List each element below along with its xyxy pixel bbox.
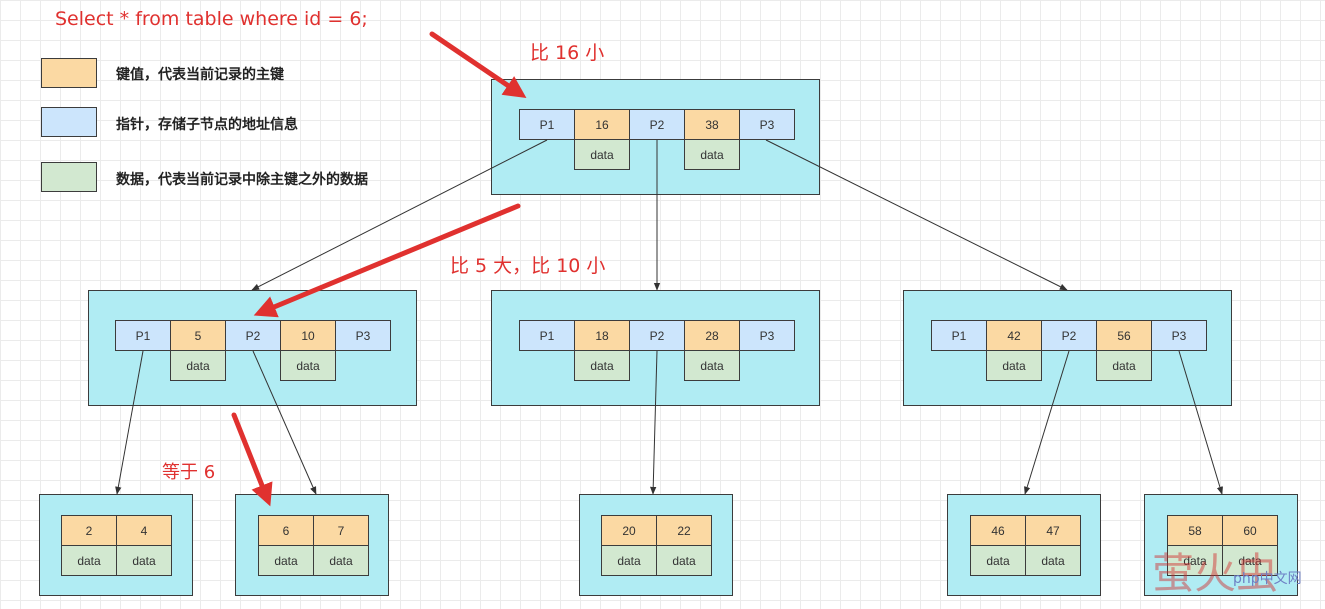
root-data-1: data [574,139,630,170]
root-data-2: data [684,139,740,170]
red-arrow-root [429,31,527,99]
mid-center-key-1: 18 [574,320,630,351]
mid-left-data-2: data [280,350,336,381]
annotation-level2: 比 5 大，比 10 小 [450,255,606,277]
root-pointer-1: P1 [519,109,575,140]
leaf-3-data-2: data [656,545,712,576]
leaf-5-key-1: 58 [1167,515,1223,546]
edge-midright-p3 [1178,350,1223,495]
red-arrow-level2 [253,203,521,318]
edge-root-p3 [765,139,1068,291]
annotation-leaf: 等于 6 [162,462,216,483]
root-pointer-3: P3 [739,109,795,140]
leaf-4-data-2: data [1025,545,1081,576]
legend-data-label: 数据，代表当前记录中除主键之外的数据 [116,172,368,188]
mid-right-data-1: data [986,350,1042,381]
leaf-2-key-2: 7 [313,515,369,546]
mid-left-pointer-3: P3 [335,320,391,351]
leaf-1-data-2: data [116,545,172,576]
leaf-4-data-1: data [970,545,1026,576]
leaf-5-key-2: 60 [1222,515,1278,546]
root-pointer-2: P2 [629,109,685,140]
query-text: Select * from table where id = 6; [55,8,368,30]
mid-right-pointer-1: P1 [931,320,987,351]
legend-pointer-swatch [41,107,97,137]
legend-pointer-label: 指针，存储子节点的地址信息 [116,117,298,133]
mid-center-pointer-3: P3 [739,320,795,351]
edge-root-p1 [251,139,548,291]
mid-center-pointer-1: P1 [519,320,575,351]
leaf-4-key-2: 47 [1025,515,1081,546]
mid-right-key-2: 56 [1096,320,1152,351]
leaf-2-data-1: data [258,545,314,576]
legend-key-label: 键值，代表当前记录的主键 [116,67,284,83]
watermark-mark: 萤火虫 [1152,549,1279,598]
leaf-5-data-1: data [1167,545,1223,576]
annotation-root: 比 16 小 [530,42,605,64]
mid-right-data-2: data [1096,350,1152,381]
mid-left-pointer-2: P2 [225,320,281,351]
edge-midleft-p2 [252,350,317,495]
mid-right-pointer-3: P3 [1151,320,1207,351]
legend-key-swatch [41,58,97,88]
red-arrow-leaf [231,412,273,507]
leaf-2-data-2: data [313,545,369,576]
watermark-site: php中文网 [1233,571,1302,587]
legend-data-swatch [41,162,97,192]
mid-left-pointer-1: P1 [115,320,171,351]
leaf-3-key-1: 20 [601,515,657,546]
edge-midleft-p1 [115,350,144,495]
edge-midcenter-p2 [650,350,658,495]
leaf-1-key-2: 4 [116,515,172,546]
leaf-3-key-2: 22 [656,515,712,546]
edge-midright-p2 [1024,350,1070,495]
mid-left-key-1: 5 [170,320,226,351]
leaf-5-data-2: data [1222,545,1278,576]
mid-right-key-1: 42 [986,320,1042,351]
mid-center-data-2: data [684,350,740,381]
mid-left-data-1: data [170,350,226,381]
mid-center-data-1: data [574,350,630,381]
mid-center-pointer-2: P2 [629,320,685,351]
